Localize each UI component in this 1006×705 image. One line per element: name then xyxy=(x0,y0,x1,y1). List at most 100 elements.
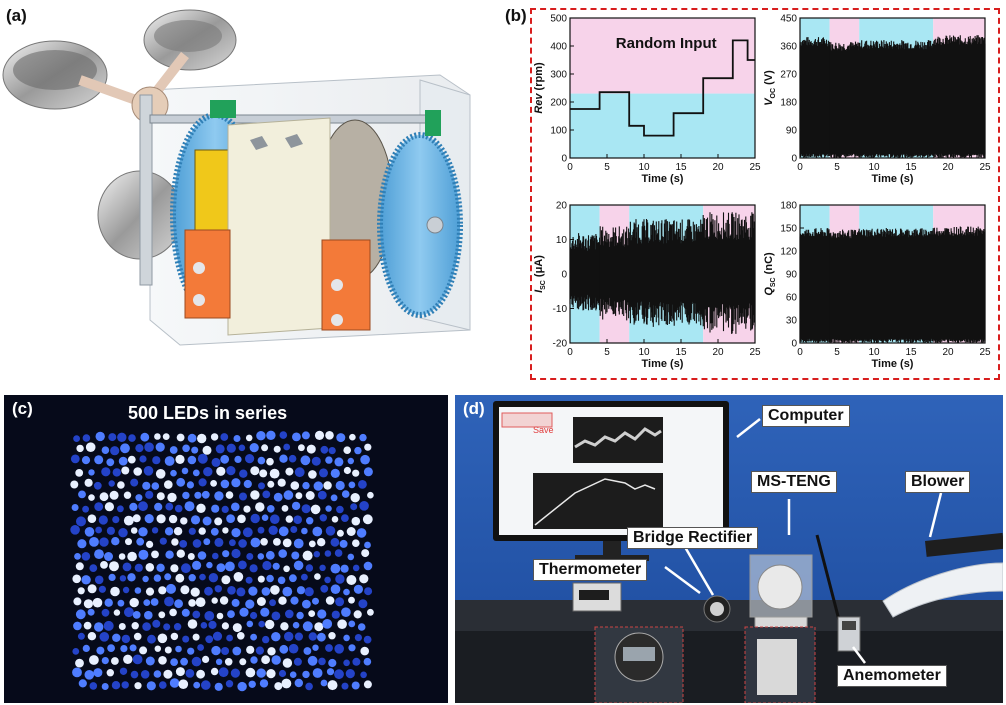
rev-xtick-label: 25 xyxy=(749,162,761,173)
led xyxy=(157,633,168,644)
led xyxy=(352,564,360,572)
led xyxy=(100,561,108,569)
led xyxy=(112,468,122,477)
led xyxy=(174,504,183,513)
led xyxy=(277,576,286,585)
led xyxy=(135,444,144,453)
led xyxy=(221,575,231,585)
led xyxy=(334,644,345,654)
led xyxy=(127,573,136,582)
led xyxy=(305,564,314,572)
led xyxy=(182,491,190,500)
led xyxy=(239,607,249,617)
led xyxy=(162,433,170,440)
led xyxy=(111,681,121,690)
voc-signal-segment-0 xyxy=(799,37,831,158)
led xyxy=(363,680,372,689)
led xyxy=(313,551,320,558)
led xyxy=(182,635,190,643)
led xyxy=(323,481,332,490)
isc-ytick-label: 20 xyxy=(556,201,568,212)
led xyxy=(301,431,310,440)
led xyxy=(231,548,241,559)
led xyxy=(319,468,328,478)
led xyxy=(129,502,138,511)
led xyxy=(353,610,362,619)
led xyxy=(155,442,165,452)
led xyxy=(219,596,229,605)
led xyxy=(364,443,372,451)
led xyxy=(245,599,255,609)
led xyxy=(154,645,161,652)
led xyxy=(98,515,108,525)
led xyxy=(250,466,260,476)
led xyxy=(248,680,256,688)
led xyxy=(278,596,287,605)
panel-d: (d) Save Computer MS-TENG Blower Bridge … xyxy=(455,395,1003,703)
led xyxy=(92,597,103,608)
rev-ytick-label: 500 xyxy=(550,14,567,25)
led xyxy=(83,599,93,609)
led xyxy=(293,657,302,666)
led xyxy=(261,444,269,452)
isc-ytick-label: 10 xyxy=(556,235,568,246)
led xyxy=(70,525,80,535)
led xyxy=(215,444,225,454)
led xyxy=(197,453,208,464)
led xyxy=(246,553,254,560)
led xyxy=(101,657,109,665)
led xyxy=(138,549,149,560)
led xyxy=(135,494,143,502)
led xyxy=(144,610,153,620)
led xyxy=(347,553,355,561)
isc-xtick-label: 0 xyxy=(567,347,573,358)
qsc-xtick-label: 20 xyxy=(942,347,954,358)
led xyxy=(146,540,154,548)
led xyxy=(220,454,230,464)
led xyxy=(87,608,95,616)
led xyxy=(123,654,133,664)
led xyxy=(175,645,182,653)
led xyxy=(175,573,185,583)
led xyxy=(84,527,95,537)
led xyxy=(229,539,236,547)
led xyxy=(270,514,280,524)
led xyxy=(87,632,97,641)
led xyxy=(273,445,281,453)
led xyxy=(164,527,174,536)
led xyxy=(111,537,120,546)
isc-xtick-label: 20 xyxy=(712,347,724,358)
led xyxy=(221,505,229,513)
computer-monitor xyxy=(493,401,729,561)
led xyxy=(335,597,345,607)
led xyxy=(249,443,259,453)
led xyxy=(134,587,142,594)
led xyxy=(195,597,206,607)
led xyxy=(257,575,265,583)
led xyxy=(324,576,331,584)
led xyxy=(347,457,354,465)
led xyxy=(282,538,292,548)
led xyxy=(190,587,200,597)
led xyxy=(308,632,317,641)
blower xyxy=(882,532,1003,618)
led xyxy=(319,514,327,522)
led xyxy=(158,586,167,595)
led xyxy=(169,446,178,454)
led xyxy=(121,466,130,475)
led xyxy=(77,587,85,595)
led xyxy=(206,561,213,569)
qsc-ytick-label: 60 xyxy=(786,293,798,304)
led xyxy=(208,573,219,583)
led xyxy=(81,575,91,585)
led xyxy=(282,586,293,597)
led xyxy=(70,454,80,464)
led xyxy=(93,481,102,490)
led xyxy=(245,454,255,464)
led xyxy=(289,671,297,678)
led xyxy=(360,646,370,656)
led xyxy=(89,537,99,547)
qsc-xtick-label: 15 xyxy=(905,347,917,358)
rev-ytick-label: 400 xyxy=(550,42,567,53)
led xyxy=(192,469,200,477)
